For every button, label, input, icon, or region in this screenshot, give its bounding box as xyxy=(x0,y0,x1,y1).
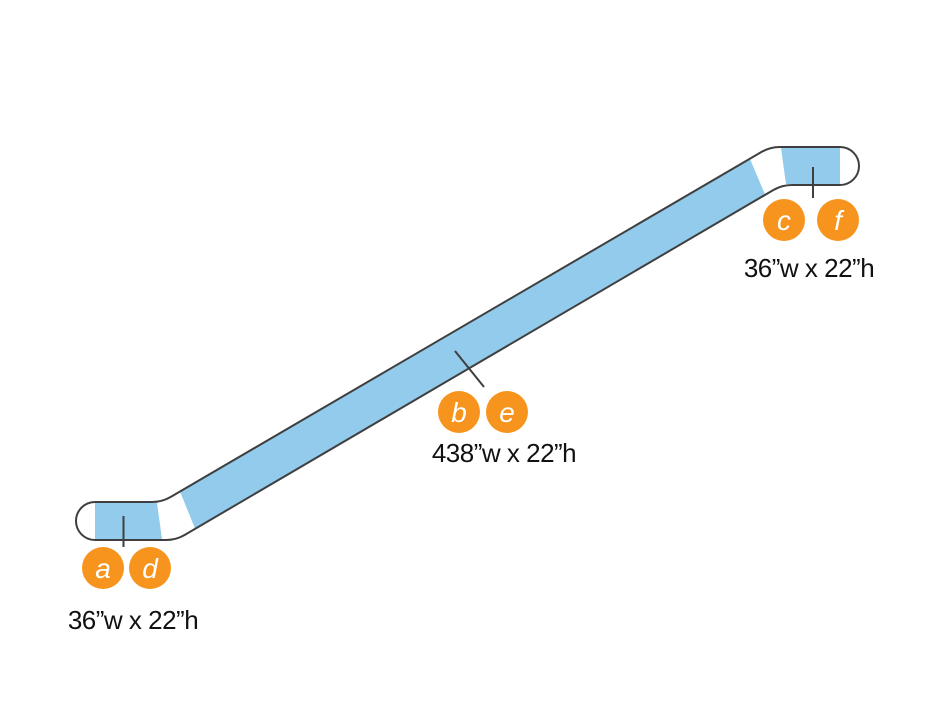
panel-fill-lower-landing xyxy=(95,503,162,539)
dimension-label-lower-landing: 36”w x 22”h xyxy=(68,605,198,635)
badge-group-lower-landing: a d xyxy=(82,547,171,589)
dimension-label-upper-landing: 36”w x 22”h xyxy=(744,253,874,283)
panel-fill-upper-landing xyxy=(781,148,840,184)
leader-line-incline xyxy=(454,350,485,388)
badge-a-circle xyxy=(82,547,124,589)
badge-group-incline: b e xyxy=(438,391,528,433)
badge-c-label: c xyxy=(777,205,791,236)
panel-fill-incline xyxy=(180,159,765,529)
badge-group-upper-landing: c f xyxy=(763,199,859,241)
badge-a-label: a xyxy=(95,553,111,584)
badge-d-label: d xyxy=(142,553,159,584)
badge-f-circle xyxy=(817,199,859,241)
badge-e-label: e xyxy=(499,397,515,428)
handrail-outline xyxy=(75,146,860,541)
badge-b-circle xyxy=(438,391,480,433)
badge-f-label: f xyxy=(834,205,845,236)
dimension-label-incline: 438”w x 22”h xyxy=(432,438,576,468)
badge-c-circle xyxy=(763,199,805,241)
badge-d-circle xyxy=(129,547,171,589)
badge-e-circle xyxy=(486,391,528,433)
badge-b-label: b xyxy=(451,397,467,428)
